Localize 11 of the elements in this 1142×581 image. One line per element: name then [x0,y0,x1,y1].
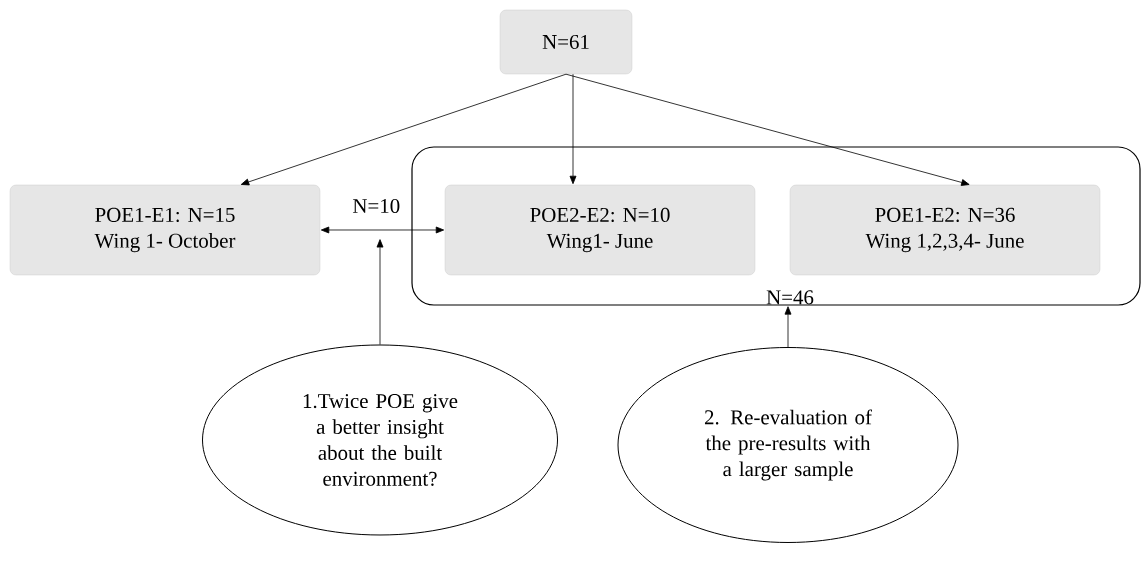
edge-label: N=10 [351,197,402,215]
arrow [376,239,384,345]
process-box: POE1-E1: N=15 Wing 1- October [9,184,321,276]
arrow [240,73,567,186]
process-box: N=61 [499,9,633,75]
arrow [565,73,970,186]
arrow [569,73,577,185]
process-box: POE2-E2: N=10 Wing1- June [444,184,756,276]
arrow [784,306,792,348]
arrow [320,226,445,234]
process-box: POE1-E2: N=36 Wing 1,2,3,4- June [789,184,1101,276]
